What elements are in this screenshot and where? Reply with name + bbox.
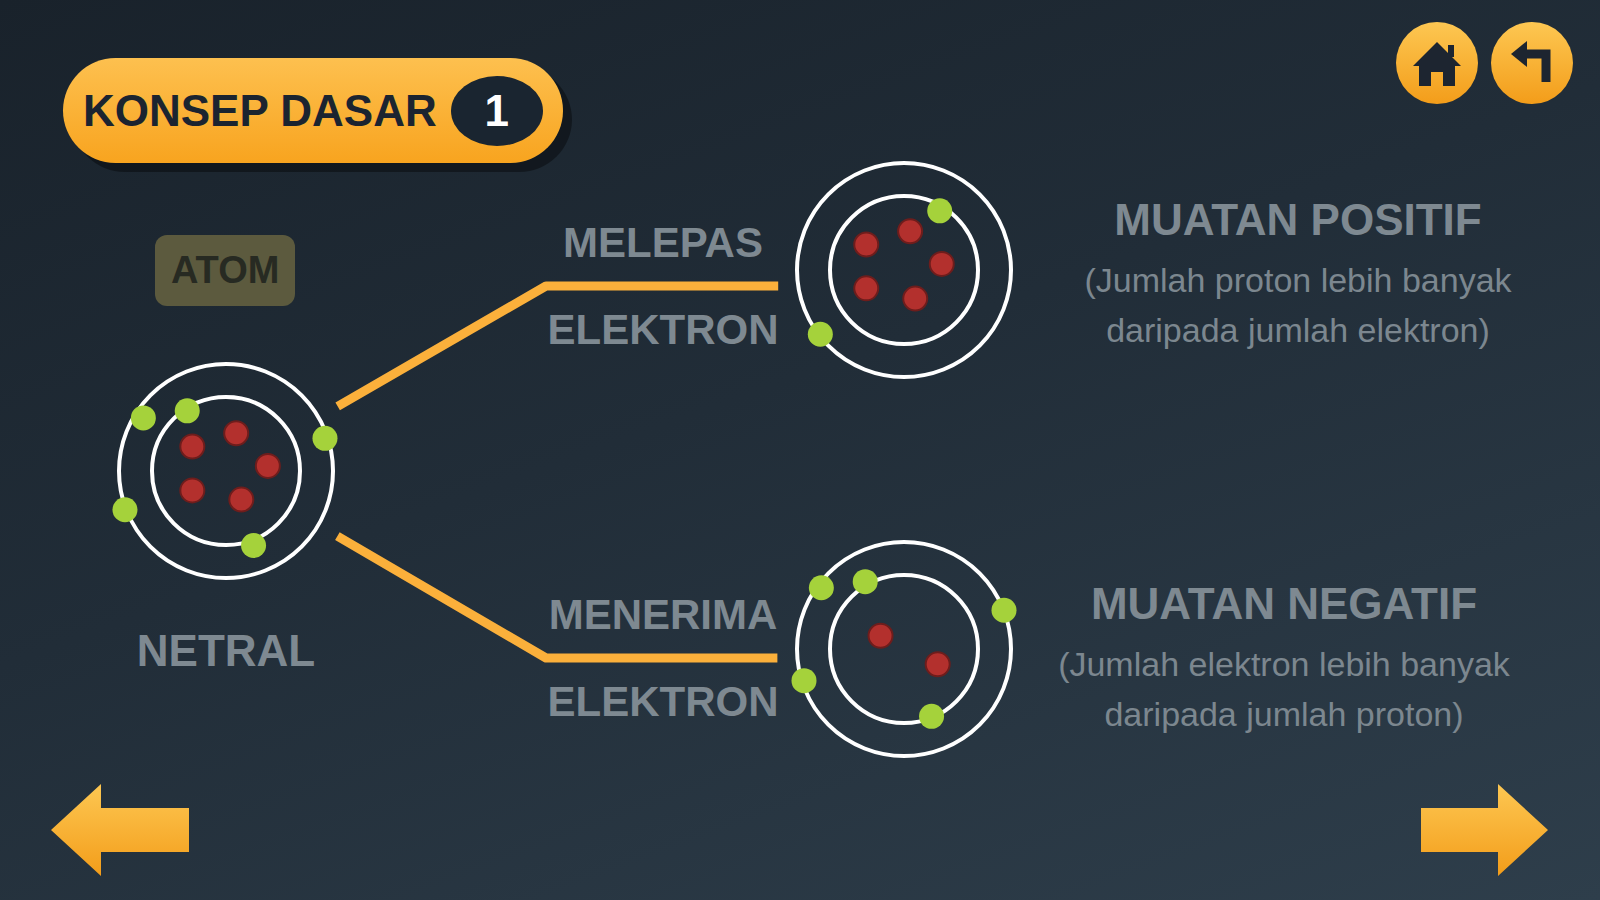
atom-caption: NETRAL bbox=[61, 626, 391, 676]
atom-caption: MUATAN NEGATIF (Jumlah elektron lebih ban… bbox=[999, 579, 1569, 739]
charge-heading: NETRAL bbox=[61, 626, 391, 676]
page-badge: 1 bbox=[451, 76, 543, 146]
edge-label: MELEPAS ELEKTRON bbox=[528, 199, 798, 373]
atom-tag: ATOM bbox=[155, 235, 295, 306]
positive-ion: MUATAN POSITIF(Jumlah proton lebih banya… bbox=[789, 155, 1019, 385]
back-button bbox=[1491, 22, 1573, 104]
charge-heading: MUATAN NEGATIF bbox=[999, 579, 1569, 629]
charge-heading: MUATAN POSITIF bbox=[1024, 195, 1572, 245]
edge-label: MENERIMA ELEKTRON bbox=[528, 571, 798, 745]
atom-caption: MUATAN POSITIF (Jumlah proton lebih banya… bbox=[1024, 195, 1572, 355]
charge-note: (Jumlah proton lebih banyak daripada jum… bbox=[1024, 255, 1572, 355]
title-pill: KONSEP DASAR 1 bbox=[63, 58, 563, 163]
page-number: 1 bbox=[484, 86, 508, 136]
next-arrow bbox=[1421, 784, 1548, 876]
tag-text: ATOM bbox=[171, 249, 279, 292]
home-button bbox=[1396, 22, 1478, 104]
charge-note: (Jumlah elektron lebih banyak daripada j… bbox=[999, 639, 1569, 739]
neutral-atom: NETRAL bbox=[111, 356, 341, 586]
atom-model bbox=[789, 155, 1019, 385]
negative-ion: MUATAN NEGATIF(Jumlah elektron lebih ban… bbox=[789, 534, 1019, 764]
previous-arrow bbox=[51, 784, 189, 876]
title-text: KONSEP DASAR bbox=[83, 86, 437, 136]
atom-model bbox=[789, 534, 1019, 764]
atom-model bbox=[111, 356, 341, 586]
